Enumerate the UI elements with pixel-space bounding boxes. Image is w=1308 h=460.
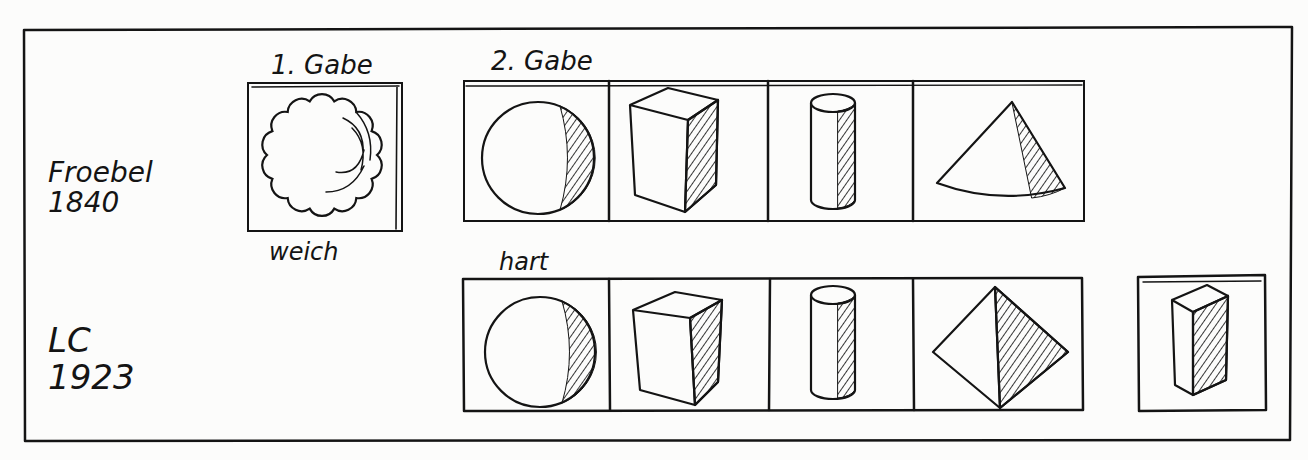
- cube-shading: [685, 100, 718, 212]
- pyramid: [933, 287, 1068, 408]
- slab: [1172, 285, 1228, 395]
- gift-heading: 1. Gabe: [271, 52, 373, 78]
- gift-box: 2. Gabehart: [463, 80, 1085, 222]
- cylinder-top: [811, 286, 855, 304]
- cylinder-shading: [838, 296, 855, 398]
- soft-ball: [262, 94, 381, 216]
- cylinder: [811, 295, 855, 399]
- cylinder-shading: [838, 104, 855, 208]
- slab-shading: [1193, 296, 1228, 395]
- material-note: hart: [499, 250, 548, 274]
- cylinder-top: [811, 94, 855, 112]
- pyramid-shading: [995, 287, 1068, 408]
- sphere-shading: [562, 301, 596, 403]
- material-note: weich: [269, 240, 338, 264]
- sphere-shading: [560, 106, 595, 210]
- cell-divider: [609, 81, 913, 221]
- cube: [630, 88, 718, 212]
- slab-box: [1138, 275, 1266, 411]
- cone: [937, 102, 1065, 196]
- box-double-line: [1143, 281, 1261, 282]
- gift-box: 1. Gabeweich: [247, 82, 403, 232]
- box-double-line: [252, 86, 399, 229]
- strip-double-line: [466, 85, 1082, 86]
- cube: [633, 292, 722, 405]
- row-label: Froebel 1840: [48, 158, 153, 218]
- outer-frame: [24, 27, 1292, 441]
- cylinder: [811, 103, 855, 209]
- ball-scribble: [326, 112, 371, 192]
- gift-heading: 2. Gabe: [491, 48, 593, 74]
- row-label: LC 1923: [48, 322, 135, 395]
- cell-divider: [609, 279, 914, 410]
- lc-strip: [463, 278, 1083, 411]
